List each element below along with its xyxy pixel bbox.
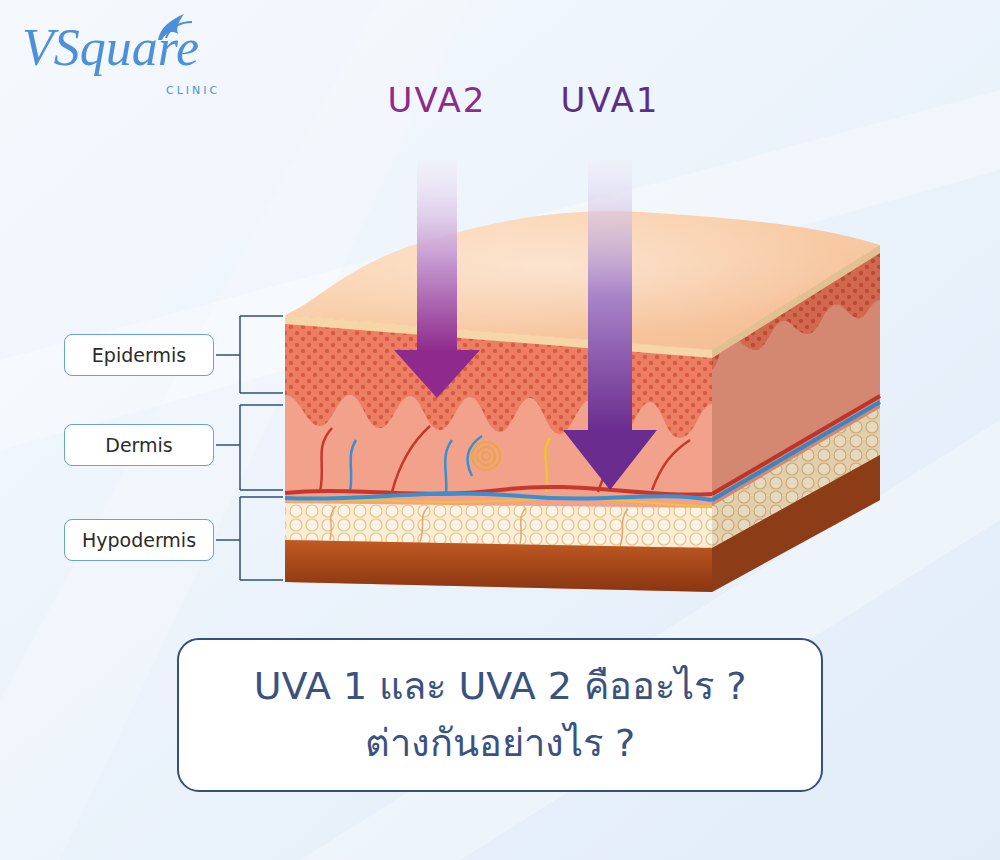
- logo-text: VSquare: [22, 18, 199, 77]
- uva1-arrow-shaft: [588, 160, 632, 432]
- gland: [482, 452, 490, 460]
- bracket: [216, 497, 283, 580]
- skin-top-shine: [285, 211, 880, 350]
- logo-subtext: CLINIC: [166, 84, 220, 97]
- vein: [467, 436, 482, 476]
- question-text: UVA 1 และ UVA 2 คืออะไร ? ต่างกันอย่างไร…: [252, 658, 748, 772]
- capillary: [320, 428, 332, 492]
- question-box: UVA 1 และ UVA 2 คืออะไร ? ต่างกันอย่างไร…: [177, 638, 823, 792]
- dermis-front: [285, 315, 712, 592]
- uv-label: UVA2: [388, 80, 487, 120]
- gland: [477, 447, 495, 465]
- layer-label-box: Hypodermis: [64, 519, 214, 561]
- layer-label-box: Dermis: [64, 424, 214, 466]
- fat-strand: [330, 506, 628, 546]
- capillary: [652, 440, 690, 490]
- bracket: [216, 405, 283, 490]
- layer-label-box: Epidermis: [64, 334, 214, 376]
- uva1-arrow-head: [563, 430, 657, 490]
- layer-name: Dermis: [105, 434, 172, 456]
- layer-name: Hypodermis: [82, 529, 196, 551]
- bracket: [216, 316, 283, 393]
- gland: [472, 442, 500, 470]
- muscle-front: [285, 540, 712, 592]
- layer-name: Epidermis: [92, 344, 186, 366]
- vein: [445, 440, 452, 494]
- uv-label: UVA1: [561, 80, 660, 120]
- blood-vessel: [285, 493, 712, 500]
- uva2-arrow-shaft: [417, 160, 457, 352]
- vein: [350, 440, 356, 492]
- uva2-arrow-head: [394, 350, 480, 398]
- nerve: [545, 438, 550, 492]
- capillary: [392, 426, 430, 492]
- skin-top-surface: [285, 211, 880, 350]
